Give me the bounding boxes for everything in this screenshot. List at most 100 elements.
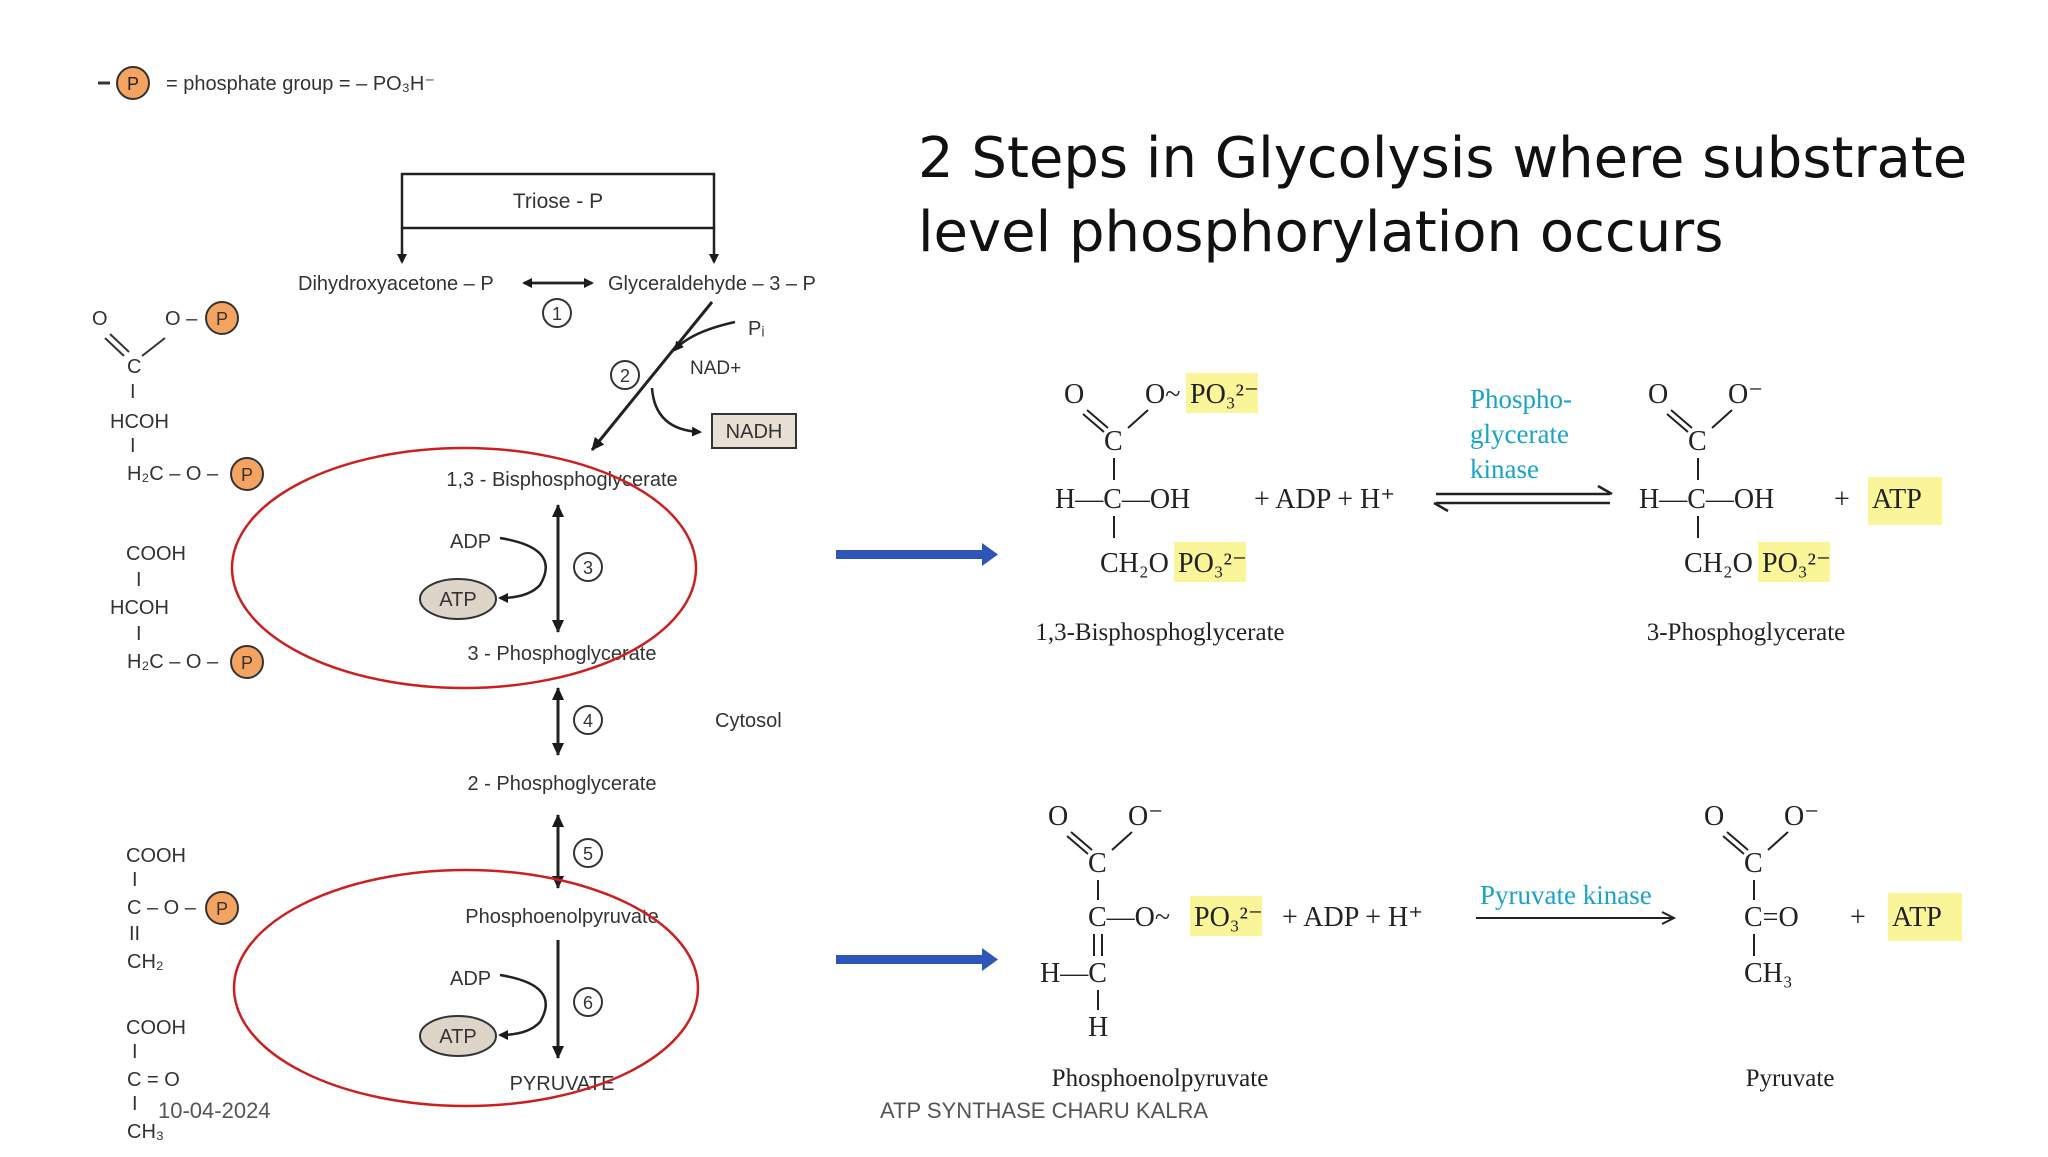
r2-o-minus: O⁻ [1128,801,1163,832]
step-5-label: 5 [583,844,593,864]
s1-carbon: C [127,356,141,378]
r2-product-carbonyl: C=O [1744,902,1799,933]
r1-atp: ATP [1872,484,1922,515]
s4-carbonyl: C = O [127,1069,180,1091]
r1-product-name: 3-Phosphoglycerate [1647,619,1846,646]
r1-product-carbon: C [1688,426,1707,457]
r1-product-po3: PO₃²⁻ [1762,548,1831,579]
s3-double-bond: II [129,923,140,945]
po3-highlight [1190,896,1262,936]
s3-cooh: COOH [126,845,186,867]
phosphate-symbol: P [216,899,228,919]
s1-bond: I [130,435,136,457]
s1-hcoh: HCOH [110,411,169,433]
nadh-box [711,413,797,449]
adp-label-step3: ADP [450,531,491,553]
glycolysis-pathway: Triose - P Dihydroxyacetone – P Glyceral… [298,172,816,1095]
r2-product-carbon: C [1744,848,1763,879]
r1-plus: + [1834,484,1850,515]
r1-substrate-name: 1,3-Bisphosphoglycerate [1035,619,1284,646]
nadh-label: NADH [726,421,783,443]
r2-product-o-minus: O⁻ [1784,801,1819,832]
po3-highlight [1758,542,1830,582]
s4-bond: I [132,1041,138,1063]
r2-po3: PO₃²⁻ [1194,902,1263,933]
r2-substrate-name: Phosphoenolpyruvate [1052,1065,1269,1092]
s1-bond: I [130,381,136,403]
phosphate-legend: P = phosphate group = – PO₃H⁻ [98,66,435,100]
s2-h2c: H₂C – O – [127,651,219,673]
atp-badge-step6 [419,1015,497,1057]
r1-product-hcoh: H—C—OH [1639,484,1774,515]
phosphate-symbol: P [216,309,228,329]
s2-bond: I [136,623,142,645]
phosphate-icon [230,457,264,491]
connector-arrow-2 [836,948,998,971]
r2-plus: + [1850,902,1866,933]
step-1-label: 1 [552,304,562,324]
atp-highlight [1888,893,1962,941]
r1-po3: PO₃²⁻ [1190,379,1259,410]
s1-h2c: H₂C – O – [127,463,219,485]
r1-oxygen: O [1064,379,1084,410]
r2-oxygen: O [1048,801,1068,832]
atp-highlight [1868,477,1942,525]
r1-enzyme-line1: Phospho- [1470,384,1572,414]
s3-carbon: C – O – [127,897,197,919]
step-4-label: 4 [583,711,593,731]
structure-pyruvate: COOH I C = O I CH₃ [126,1017,186,1143]
phosphate-symbol: P [127,74,139,94]
s4-ch3: CH₃ [127,1121,164,1143]
r2-carbon: C [1088,848,1107,879]
s2-bond: I [136,569,142,591]
r2-enzyme: Pyruvate kinase [1480,880,1652,910]
po3-highlight [1174,542,1246,582]
phosphate-icon [205,891,239,925]
r1-hcoh: H—C—OH [1055,484,1190,515]
step-6-label: 6 [583,993,593,1013]
s3-bond: I [132,869,138,891]
footer-credit: ATP SYNTHASE CHARU KALRA [880,1098,1209,1123]
r1-product-o-minus: O⁻ [1728,379,1763,410]
nad-label: NAD+ [690,358,741,379]
slide-title: 2 Steps in Glycolysis where substrate le… [918,122,2018,270]
phosphate-icon [116,66,150,100]
g3p-label: Glyceraldehyde – 3 – P [608,273,816,295]
adp-label-step6: ADP [450,968,491,990]
r1-po3: PO₃²⁻ [1178,548,1247,579]
r2-product-ch3: CH₃ [1744,958,1793,989]
triose-box [400,172,716,230]
r2-h: H [1088,1012,1108,1043]
phosphate-symbol: P [241,653,253,673]
r1-enzyme-line2: glycerate [1470,419,1569,449]
highlight-oval-step3 [230,446,698,690]
pg2-label: 2 - Phosphoglycerate [467,773,656,795]
connector-arrow-1 [836,543,998,566]
step-3-label: 3 [583,558,593,578]
r1-product-ch2o: CH₂O [1684,548,1753,579]
r2-cofactors: + ADP + H⁺ [1282,902,1423,933]
r1-carbon: C [1104,426,1123,457]
title-line-2: level phosphorylation occurs [918,200,1724,265]
s1-ester: O – [165,308,198,330]
atp-label-step6: ATP [439,1026,476,1048]
r1-product-oxygen: O [1648,379,1668,410]
dhap-label: Dihydroxyacetone – P [298,273,494,295]
atp-badge-step3 [419,578,497,620]
pi-label: Pᵢ [748,318,764,340]
footer-date: 10-04-2024 [158,1098,271,1123]
phosphate-icon [205,301,239,335]
step-2-label: 2 [620,366,630,386]
title-line-1: 2 Steps in Glycolysis where substrate [918,126,1968,191]
r1-cofactors: + ADP + H⁺ [1254,484,1395,515]
bpg13-label: 1,3 - Bisphosphoglycerate [446,469,677,491]
r2-c-o: C—O~ [1088,902,1170,933]
r2-product-oxygen: O [1704,801,1724,832]
po3-highlight [1186,373,1258,413]
reaction-pyruvate-kinase: O O⁻ C C—O~ PO₃²⁻ H—C H + ADP + H⁺ Pyruv… [1040,801,1962,1092]
pg3-label: 3 - Phosphoglycerate [467,643,656,665]
s4-bond: I [132,1093,138,1115]
r2-hc: H—C [1040,958,1107,989]
